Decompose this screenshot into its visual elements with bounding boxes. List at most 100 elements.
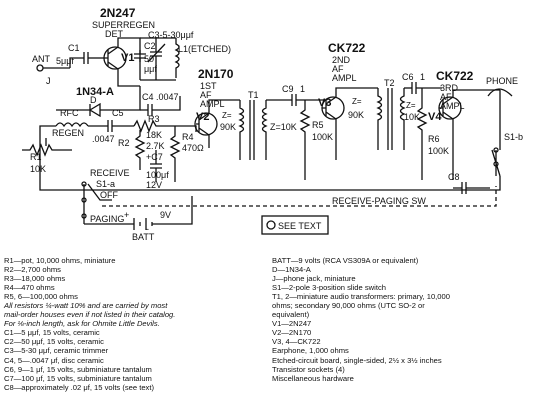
t1-z90k: Z=	[222, 111, 232, 120]
parts-list-line: Miscellaneous hardware	[272, 373, 354, 383]
parts-list-line: D—1N34-A	[272, 265, 311, 275]
c6-label: C6	[402, 72, 414, 82]
r3-value: 18K	[146, 130, 162, 140]
diode-label: 1N34-A	[76, 86, 114, 98]
see-text-label: SEE TEXT	[278, 221, 322, 231]
r5-value: 100K	[312, 132, 333, 142]
parts-list-line: R4—470 ohms	[4, 283, 55, 293]
s1b-label: S1-b	[504, 132, 523, 142]
phone-earpiece	[487, 88, 513, 150]
parts-list-line: C7—100 μf, 15 volts, subminiature tantal…	[4, 373, 152, 383]
parts-list-line: Transistor sockets (4)	[272, 364, 345, 374]
parts-list-line: R5, 6—100,000 ohms	[4, 292, 78, 302]
parts-list-line: mail-order houses even if not listed in …	[4, 310, 176, 320]
wire-antenna-c1	[43, 57, 84, 69]
off-label: OFF	[100, 190, 118, 200]
c6-value: 1	[420, 72, 425, 82]
r6-label: R6	[428, 134, 440, 144]
v1-role1: SUPERREGEN	[92, 20, 155, 30]
resistor-r6	[416, 88, 428, 180]
c9-value: 1	[300, 84, 305, 94]
inductor-rfc	[39, 122, 108, 150]
switch-s1a	[83, 183, 112, 224]
antenna-terminal	[36, 64, 44, 72]
c1-label: C1	[68, 43, 80, 53]
parts-list-line: V2—2N170	[272, 328, 312, 338]
transformer-t1	[238, 100, 268, 160]
parts-list-line: Etched-circuit board, single-sided, 2½ x…	[272, 355, 442, 365]
t2-label: T2	[384, 78, 395, 88]
parts-list-right: BATT—9 volts (RCA VS309A or equivalent)D…	[272, 256, 534, 383]
t1-label: T1	[248, 90, 259, 100]
c3-label: C3-5-30μμf	[148, 30, 194, 40]
resistor-r4	[169, 126, 181, 182]
v1-role2: DET	[105, 29, 124, 39]
resistor-r2	[134, 130, 146, 170]
c1-value: 5μμf	[56, 56, 74, 66]
battery	[84, 196, 193, 230]
v1-ref: V1	[121, 52, 134, 64]
schematic-diagram: 2N247 SUPERREGEN DET V1 ANT J C1 5μμf C2…	[22, 6, 523, 242]
parts-list-line: C1—5 μμf, 15 volts, ceramic	[4, 328, 100, 338]
parts-list-line: C4, 5—.0047 μf, disc ceramic	[4, 355, 104, 365]
c7-value1: 100μf	[146, 170, 169, 180]
r1-value: 10K	[30, 164, 46, 174]
switch-link-dashed	[102, 186, 497, 207]
switch-s1b	[491, 149, 501, 177]
parts-list-line: T1, 2—miniature audio transformers: prim…	[272, 292, 450, 302]
ant-label: ANT	[32, 54, 51, 64]
v4-role2: AF	[440, 92, 452, 102]
parts-list-line: R2—2,700 ohms	[4, 265, 61, 275]
c4-label: C4 .0047	[142, 92, 179, 102]
parts-list-line: R3—18,000 ohms	[4, 274, 66, 284]
v2-type: 2N170	[198, 67, 234, 81]
paging-label: PAGING	[90, 214, 124, 224]
t2-z90k-b: 90K	[348, 110, 364, 120]
parts-list-line: J—phone jack, miniature	[272, 274, 356, 284]
parts-list-line: S1—2-pole 3-position slide switch	[272, 283, 386, 293]
r6-value: 100K	[428, 146, 449, 156]
parts-list-line: For ⅛-inch length, ask for Ohmite Little…	[4, 319, 160, 329]
receive-paging-sw-label: RECEIVE-PAGING SW	[332, 196, 426, 206]
v3-role3: AMPL	[332, 73, 357, 83]
capacitor-c1	[83, 52, 89, 64]
c5-label: C5	[112, 108, 124, 118]
capacitor-c2	[134, 50, 146, 62]
t2-z10k: Z=	[406, 101, 416, 110]
v2-role2: AF	[200, 90, 212, 100]
v3-role2: AF	[332, 64, 344, 74]
v2-role3: AMPL	[200, 99, 225, 109]
battery-label: BATT	[132, 232, 155, 242]
t1-z90k-b: 90K	[220, 122, 236, 132]
inductor-l1	[174, 38, 180, 78]
parts-list-line: C8—approximately .02 μf, 15 volts (see t…	[4, 382, 154, 392]
j-label: J	[46, 76, 51, 86]
c2-label: C2	[144, 41, 156, 51]
v3-ref: V3	[318, 97, 331, 109]
r2-label: R2	[118, 138, 130, 148]
s1a-label: S1-a	[96, 179, 115, 189]
transformer-t2	[376, 88, 406, 150]
parts-list-line: C2—50 μμf, 15 volts, ceramic	[4, 337, 104, 347]
v4-ref: V4	[428, 111, 442, 123]
c8-label: C8	[448, 172, 460, 182]
c7-value2: 12V	[146, 180, 162, 190]
r2-value: 2.7K	[146, 141, 165, 151]
capacitor-c9	[291, 94, 325, 106]
capacitor-c8	[453, 182, 490, 194]
parts-list-line: ohms; secondary 90,000 ohms (UTC SO-2 or	[272, 301, 425, 311]
capacitor-c4	[140, 96, 181, 116]
regen-label: REGEN	[52, 128, 84, 138]
parts-list-line: equivalent)	[272, 310, 310, 320]
r4-value: 470Ω	[182, 143, 204, 153]
d-label: D	[90, 95, 97, 105]
resistor-r5	[299, 100, 311, 180]
battery-minus: -	[146, 224, 149, 234]
t2-z10k-b: 10K	[404, 112, 420, 122]
resistor-r1	[22, 138, 72, 157]
parts-list-line: V3, 4—CK722	[272, 337, 321, 347]
rfc-label: RFC	[60, 108, 79, 118]
parts-list-line: C3—5-30 μμf, ceramic trimmer	[4, 346, 109, 356]
l1-label: L1(ETCHED)	[178, 44, 231, 54]
